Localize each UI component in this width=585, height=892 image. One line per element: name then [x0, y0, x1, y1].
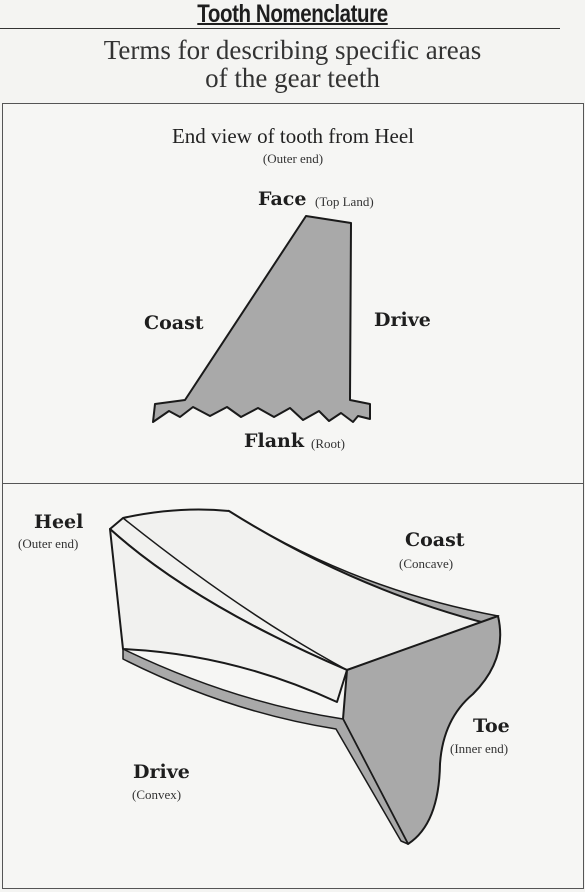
top-land-edge-line: [122, 517, 348, 671]
label-coast-3d: Coast: [405, 529, 465, 551]
page-title: Tooth Nomenclature: [197, 0, 388, 28]
label-drive: Drive: [374, 309, 431, 331]
drive-flank-strip: [122, 648, 409, 845]
subtitle-line-1: Terms for describing specific areas: [103, 35, 482, 65]
label-drive-3d: Drive: [133, 761, 190, 783]
end-view-caption-sub: (Outer end): [262, 151, 324, 166]
label-face-sub: (Top Land): [315, 194, 374, 209]
label-coast: Coast: [144, 312, 204, 334]
page-subtitle: Terms for describing specific areas of t…: [40, 36, 545, 92]
label-flank-sub: (Root): [311, 436, 345, 451]
label-drive-3d-sub: (Convex): [132, 787, 182, 802]
end-view-panel: End view of tooth from Heel (Outer end) …: [2, 103, 584, 485]
label-heel-sub: (Outer end): [18, 536, 79, 551]
tooth-profile: [152, 215, 371, 423]
subtitle-line-2: of the gear teeth: [205, 63, 380, 93]
label-toe-sub: (Inner end): [450, 741, 509, 756]
label-coast-3d-sub: (Concave): [399, 556, 454, 571]
gear-tooth-3d: [109, 508, 502, 845]
end-view-caption: End view of tooth from Heel: [171, 124, 415, 148]
label-toe: Toe: [473, 715, 510, 737]
end-view-tooth-drawing: [152, 215, 371, 423]
label-face: Face: [258, 188, 307, 210]
title-divider: [0, 28, 560, 29]
label-flank: Flank: [244, 430, 304, 452]
perspective-tooth-drawing: [109, 508, 502, 845]
label-heel: Heel: [34, 511, 84, 533]
perspective-view-panel: Heel (Outer end) Coast (Concave) Toe (In…: [2, 483, 584, 889]
toe-face: [342, 615, 502, 845]
